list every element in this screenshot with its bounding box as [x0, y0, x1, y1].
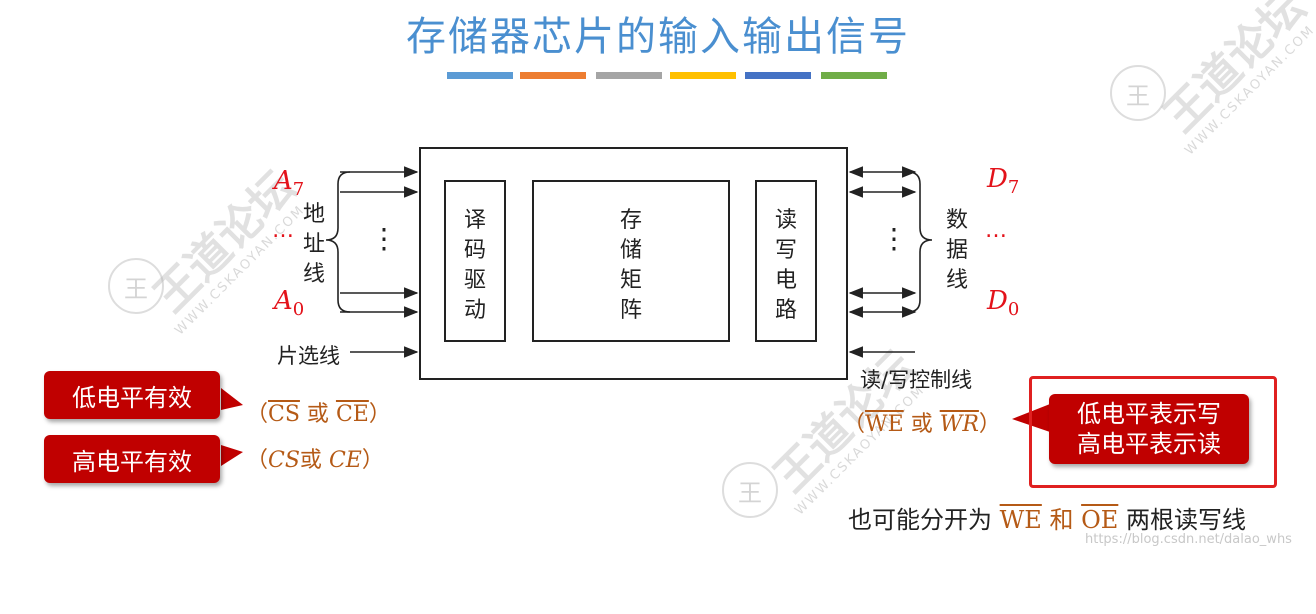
wr-bar: WR [939, 412, 979, 437]
address-top-sub: 7 [292, 179, 305, 200]
seal-char: 王 [124, 274, 148, 303]
chip-select-label: 片选线 [277, 344, 340, 368]
footnote: 也可能分开为 WE 和 OE 两根读写线 [848, 500, 1246, 535]
decoder-char: 译 [463, 208, 486, 233]
paren-open: （ [843, 412, 866, 437]
decoder-char: 驱 [463, 268, 486, 293]
cs-plain: CS [268, 448, 300, 473]
oe-bar: OE [1081, 506, 1119, 534]
rw-circuit-char: 路 [774, 298, 797, 323]
we-bar: WE [865, 412, 904, 437]
chip-select-active-high: （CS或 CE） [246, 442, 384, 474]
rw-circuit-char: 电 [774, 268, 797, 293]
matrix-char: 储 [619, 238, 642, 263]
page-title: 存储器芯片的输入输出信号 [406, 14, 910, 60]
data-top-base: D [987, 164, 1008, 194]
or-word: 或 [910, 412, 933, 437]
rw-control-signal: （WE 或 WR） [843, 406, 1001, 438]
rw-circuit-char: 读 [774, 208, 797, 233]
data-line-label: 数 据 线 [944, 206, 970, 296]
diagram-lines [221, 166, 1050, 466]
data-line-char: 据 [945, 238, 968, 263]
watermark-seal: 王 [1110, 65, 1166, 121]
data-brace [907, 171, 933, 313]
matrix-char: 矩 [619, 268, 642, 293]
title-stripe [520, 72, 586, 79]
address-bottom-base: A [274, 286, 293, 316]
rw-circuit-box: 读 写 电 路 [755, 180, 817, 342]
address-dots: … [272, 218, 294, 243]
data-bottom-sub: 0 [1007, 299, 1020, 320]
address-line-char: 址 [302, 232, 325, 257]
decoder-char: 动 [463, 298, 486, 323]
title-stripe [670, 72, 736, 79]
data-line-char: 线 [945, 268, 968, 293]
data-bottom-base: D [987, 286, 1008, 316]
data-top-sub: 7 [1007, 177, 1020, 198]
address-top-label: A7 [274, 166, 304, 200]
paren-open: （ [246, 402, 269, 427]
title-stripe [447, 72, 513, 79]
title-stripe [596, 72, 662, 79]
we-bar: WE [999, 506, 1042, 534]
footnote-prefix: 也可能分开为 [848, 506, 992, 534]
matrix-char: 阵 [619, 298, 642, 323]
seal-char: 王 [738, 478, 762, 507]
or-word: 或 [299, 448, 322, 473]
ce-bar: CE [335, 402, 369, 427]
matrix-char: 存 [619, 208, 642, 233]
paren-close: ） [361, 448, 384, 473]
address-line-char: 地 [302, 202, 325, 227]
high-active-callout: 高电平有效 [44, 435, 220, 483]
low-active-callout: 低电平有效 [44, 371, 220, 419]
address-line-label: 地 址 线 [301, 200, 327, 290]
ce-plain: CE [328, 448, 362, 473]
paren-open: （ [246, 448, 269, 473]
chip-select-active-low: （CS 或 CE） [246, 396, 391, 428]
or-word: 或 [306, 402, 329, 427]
footnote-and: 和 [1049, 506, 1074, 534]
storage-matrix-box: 存 储 矩 阵 [532, 180, 730, 342]
decoder-box: 译 码 驱 动 [444, 180, 506, 342]
title-stripe [745, 72, 811, 79]
address-ellipsis: ⋮ [370, 222, 398, 255]
watermark-seal: 王 [108, 258, 164, 314]
data-dots: … [985, 218, 1007, 243]
paren-close: ） [978, 412, 1001, 437]
address-brace [325, 171, 351, 313]
rw-callout: 低电平表示写 高电平表示读 [1049, 394, 1249, 464]
title-stripe [821, 72, 887, 79]
seal-char: 王 [1126, 81, 1150, 110]
paren-close: ） [368, 402, 391, 427]
address-top-base: A [274, 166, 293, 196]
rw-callout-line: 高电平表示读 [1077, 430, 1221, 458]
rw-circuit-char: 写 [774, 238, 797, 263]
low-callout-pointer [221, 388, 243, 410]
data-bottom-label: D0 [987, 286, 1019, 320]
data-ellipsis: ⋮ [880, 222, 908, 255]
cs-bar: CS [268, 402, 300, 427]
rw-callout-line: 低电平表示写 [1077, 400, 1221, 428]
address-line-char: 线 [302, 262, 325, 287]
data-line-char: 数 [945, 208, 968, 233]
footnote-suffix: 两根读写线 [1125, 506, 1246, 534]
watermark-seal: 王 [722, 462, 778, 518]
credit-watermark: https://blog.csdn.net/dalao_whs [1085, 532, 1292, 547]
decoder-char: 码 [463, 238, 486, 263]
rw-callout-frame [1029, 376, 1277, 488]
high-callout-pointer [221, 445, 243, 466]
rw-control-label: 读/写控制线 [860, 368, 973, 392]
address-bottom-label: A0 [274, 286, 304, 320]
address-bottom-sub: 0 [292, 299, 305, 320]
data-top-label: D7 [987, 164, 1019, 198]
